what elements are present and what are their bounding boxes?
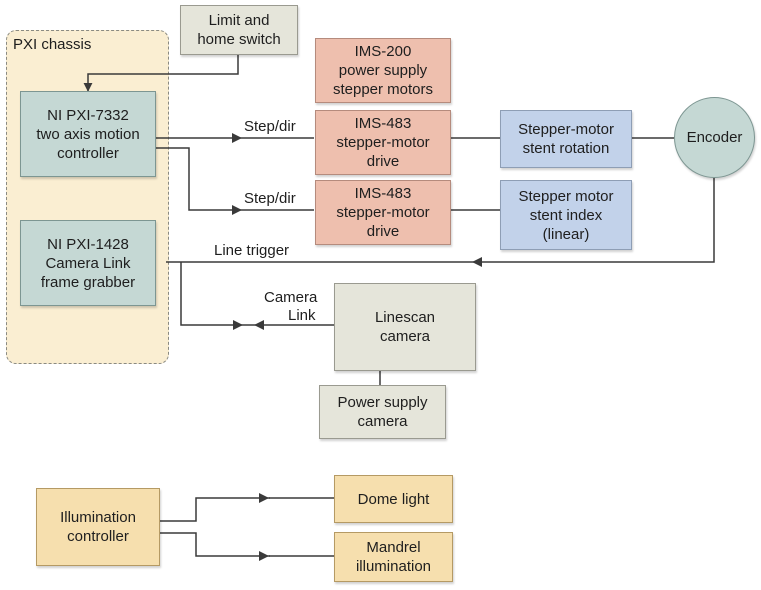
edge-limit-switch-to-controller [83, 55, 239, 92]
node-text-line: drive [366, 223, 400, 240]
ims-483-drive-a-node: IMS-483 stepper-motor drive [315, 110, 451, 175]
node-text-line: Stepper-motor [518, 121, 614, 138]
arrowhead-drive-b [232, 205, 242, 215]
node-text-line: illumination [355, 558, 432, 575]
pxi-chassis-label: PXI chassis [13, 36, 92, 53]
node-text-line: Dome light [357, 490, 430, 508]
arrowhead-camera-link-b [254, 320, 264, 330]
arrowhead-drive-a [232, 133, 242, 143]
node-text-line: IMS-200 [354, 43, 412, 60]
node-text-line: controller [67, 528, 129, 545]
illumination-controller-node: Illumination controller [36, 488, 160, 566]
encoder-node: Encoder [674, 97, 755, 178]
node-text-line: stent index [529, 206, 603, 224]
node-text-line: two axis motion [36, 125, 140, 143]
linescan-camera-node: Linescan camera [334, 283, 476, 371]
power-supply-camera-node: Power supply camera [319, 385, 446, 439]
node-text-line: (linear) [542, 225, 590, 243]
edge-controller-to-drive-b [156, 147, 241, 211]
node-text-line: frame grabber [40, 273, 136, 291]
node-text-line: IMS-483 [354, 115, 412, 132]
node-text-line: camera [379, 328, 431, 345]
dome-light-node: Dome light [334, 475, 453, 523]
step-dir-label-1: Step/dir [244, 118, 296, 135]
node-text-line: IMS-483 [354, 185, 412, 202]
node-text-line: controller [57, 144, 119, 162]
node-text-line: Mandrel [366, 539, 421, 556]
node-text-line: NI PXI-1428 [47, 235, 129, 253]
edge-illumination-to-dome-light [160, 497, 270, 522]
mandrel-illumination-node: Mandrel illumination [334, 532, 453, 582]
node-text-line: stepper motors [332, 81, 434, 98]
arrowhead-dome-light [259, 493, 269, 503]
stepper-motor-rotation-node: Stepper-motor stent rotation [500, 110, 632, 168]
camera-link-label-line-2: Link [288, 307, 316, 324]
node-text-line: stent rotation [522, 140, 610, 157]
limit-switch-node: Limit and home switch [180, 5, 298, 55]
node-text-line: power supply [338, 62, 428, 79]
node-text-line: drive [366, 153, 400, 170]
node-text-line: NI PXI-7332 [47, 106, 129, 124]
arrowhead-camera-link-a [233, 320, 243, 330]
arrowhead-mandrel [259, 551, 269, 561]
node-text-line: Limit and [208, 12, 270, 29]
node-text-line: Stepper motor [518, 187, 614, 205]
node-text-line: home switch [197, 31, 281, 48]
edge-encoder-line-trigger [166, 178, 715, 263]
node-text-line: Camera Link [45, 254, 131, 272]
ims-483-drive-b-node: IMS-483 stepper-motor drive [315, 180, 451, 245]
node-text-line: camera [357, 413, 408, 430]
edge-camera-link [180, 262, 334, 326]
node-text-line: Linescan [374, 309, 436, 326]
node-text-line: Power supply [337, 394, 428, 411]
arrowhead-line-trigger [472, 257, 482, 267]
ims-200-power-supply-node: IMS-200 power supply stepper motors [315, 38, 451, 103]
edge-illumination-to-mandrel [160, 532, 270, 557]
node-text-line: stepper-motor [336, 204, 430, 221]
camera-link-label-line-1: Camera [264, 289, 318, 306]
node-text-line: stepper-motor [336, 134, 430, 151]
line-trigger-label: Line trigger [214, 242, 290, 259]
step-dir-label-2: Step/dir [244, 190, 296, 207]
node-text-line: Illumination [60, 509, 136, 526]
